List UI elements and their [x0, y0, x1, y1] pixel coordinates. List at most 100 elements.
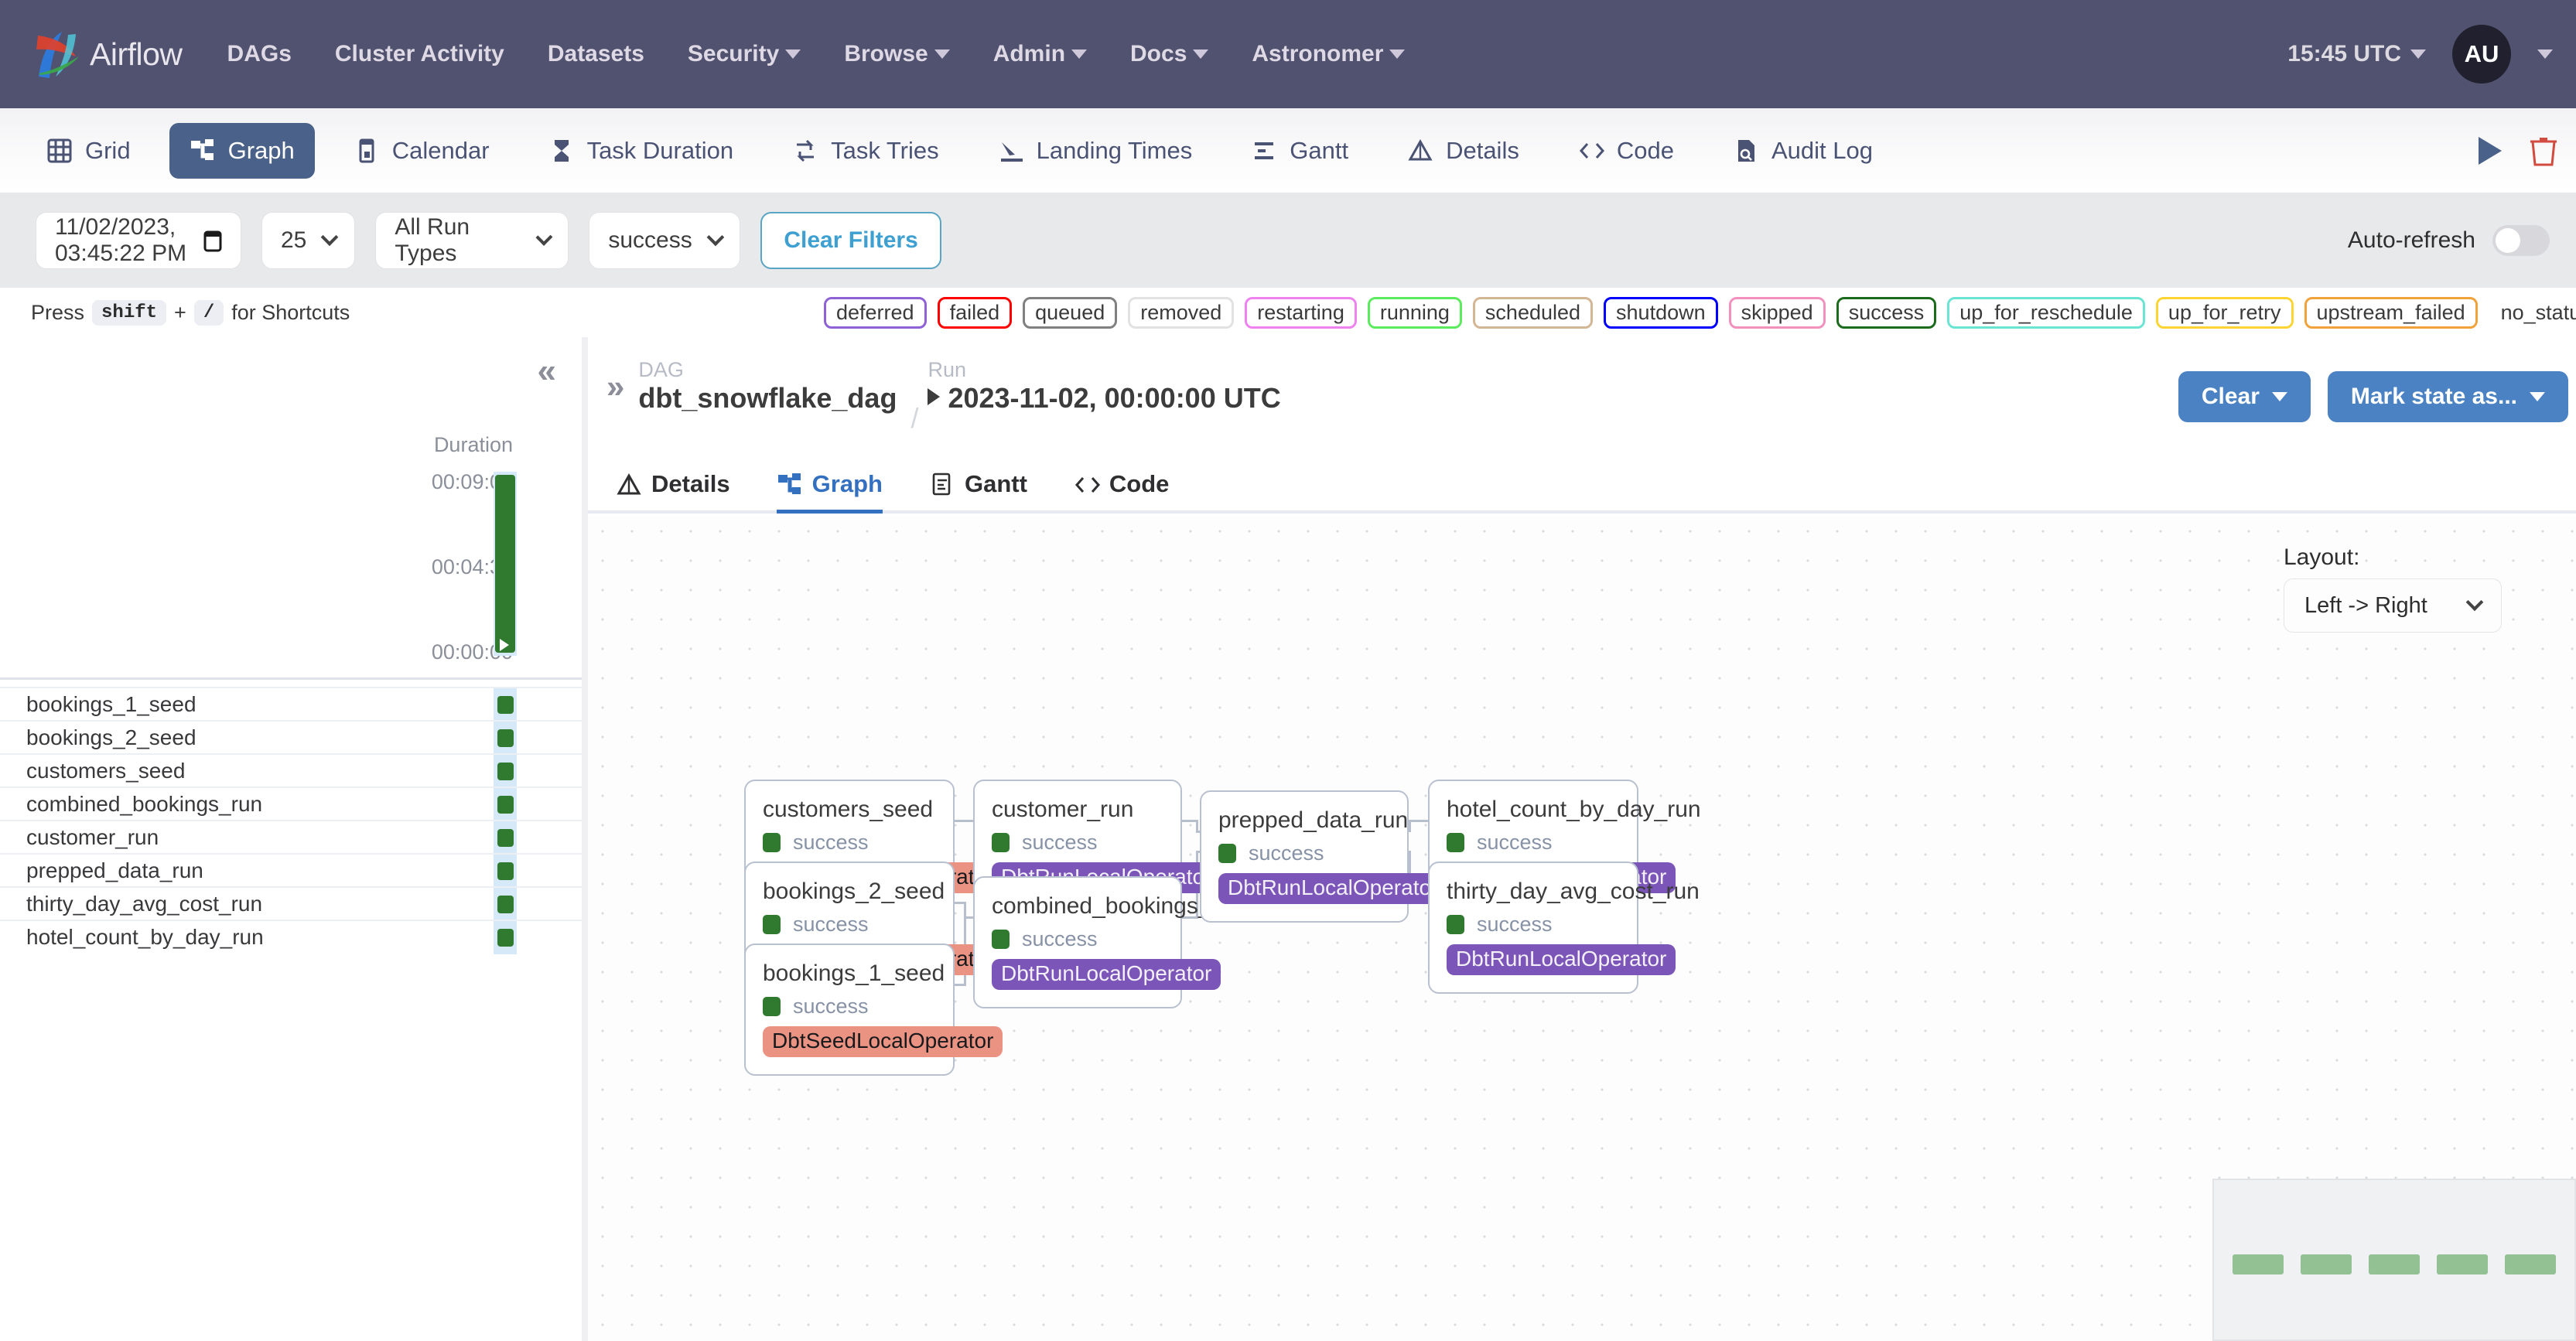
run-state-select[interactable]: success: [589, 212, 741, 269]
chevron-down-icon: [2530, 392, 2545, 401]
nav-link-admin[interactable]: Admin: [992, 41, 1088, 67]
detail-tab-details[interactable]: Details: [616, 470, 730, 510]
nav-link-dags[interactable]: DAGs: [227, 41, 292, 67]
task-state-cell[interactable]: [494, 855, 517, 888]
auto-refresh-toggle[interactable]: [2492, 225, 2550, 256]
legend-badge-up_for_retry[interactable]: up_for_retry: [2155, 296, 2294, 329]
task-state-cell[interactable]: [494, 722, 517, 755]
legend-badge-queued[interactable]: queued: [1023, 296, 1118, 329]
task-row[interactable]: customers_seed: [0, 753, 588, 788]
detail-tab-code[interactable]: Code: [1074, 470, 1169, 510]
view-tab-label: Graph: [227, 136, 295, 164]
view-tab-task-duration[interactable]: Task Duration: [528, 123, 754, 179]
clear-button-label: Clear: [2201, 384, 2260, 409]
view-tab-audit-log[interactable]: Audit Log: [1713, 123, 1893, 179]
calendar-icon[interactable]: [203, 229, 222, 252]
legend-badge-no_status[interactable]: no_status: [2488, 296, 2576, 329]
task-row[interactable]: bookings_2_seed: [0, 720, 588, 755]
nav-link-security[interactable]: Security: [688, 41, 801, 67]
task-row[interactable]: customer_run: [0, 820, 588, 855]
breadcrumb-run[interactable]: Run 2023-11-02, 00:00:00 UTC: [928, 359, 1281, 415]
avatar[interactable]: AU: [2452, 25, 2511, 84]
graph-node-title: thirty_day_avg_cost_run: [1447, 879, 1700, 904]
legend-badge-shutdown[interactable]: shutdown: [1604, 296, 1718, 329]
graph-minimap[interactable]: [2212, 1179, 2576, 1341]
nav-link-browse[interactable]: Browse: [844, 41, 950, 67]
trigger-dag-icon[interactable]: [2479, 137, 2502, 165]
clear-filters-button[interactable]: Clear Filters: [760, 212, 941, 269]
breadcrumb-dag[interactable]: DAG dbt_snowflake_dag: [638, 359, 897, 415]
task-row[interactable]: combined_bookings_run: [0, 787, 588, 821]
legend-badge-success[interactable]: success: [1836, 296, 1937, 329]
clear-button[interactable]: Clear: [2178, 371, 2311, 422]
view-tab-code[interactable]: Code: [1558, 123, 1694, 179]
view-tab-grid[interactable]: Grid: [26, 123, 151, 179]
task-row[interactable]: hotel_count_by_day_run: [0, 920, 588, 954]
legend-badge-restarting[interactable]: restarting: [1245, 296, 1357, 329]
legend-badge-up_for_reschedule[interactable]: up_for_reschedule: [1947, 296, 2145, 329]
view-tab-graph[interactable]: Graph: [169, 122, 315, 179]
task-name: bookings_2_seed: [26, 725, 196, 749]
task-state-cell[interactable]: [494, 888, 517, 921]
legend-badge-running[interactable]: running: [1367, 296, 1462, 329]
task-state-cell[interactable]: [494, 821, 517, 855]
airflow-brand[interactable]: Airflow: [28, 26, 183, 83]
view-tab-label: Task Duration: [586, 136, 734, 164]
expand-panel-icon[interactable]: »: [606, 368, 625, 404]
layout-select[interactable]: Left -> Right: [2284, 578, 2502, 633]
panel-scrollbar[interactable]: [582, 337, 588, 1341]
mark-state-button[interactable]: Mark state as...: [2327, 371, 2568, 422]
collapse-panel-icon[interactable]: «: [537, 352, 556, 390]
chevron-down-icon: [1389, 49, 1406, 59]
detail-tab-graph[interactable]: Graph: [776, 470, 883, 514]
graph-node-operator-badge: DbtRunLocalOperator: [1218, 873, 1448, 904]
view-tab-calendar[interactable]: Calendar: [333, 123, 510, 179]
task-row[interactable]: bookings_1_seed: [0, 687, 588, 722]
graph-canvas[interactable]: Layout: Left -> Right custo: [588, 517, 2576, 1341]
run-date-value: 11/02/2023, 03:45:22 PM: [55, 214, 187, 266]
nav-link-docs[interactable]: Docs: [1130, 41, 1209, 67]
layout-control: Layout: Left -> Right: [2284, 544, 2502, 633]
duration-bar: [495, 475, 515, 653]
task-row[interactable]: thirty_day_avg_cost_run: [0, 886, 588, 921]
legend-badge-removed[interactable]: removed: [1128, 296, 1235, 329]
nav-link-datasets[interactable]: Datasets: [548, 41, 644, 67]
legend-badge-deferred[interactable]: deferred: [824, 296, 927, 329]
task-state-cell[interactable]: [494, 788, 517, 821]
nav-link-astronomer[interactable]: Astronomer: [1252, 41, 1406, 67]
view-tab-task-tries[interactable]: Task Tries: [772, 123, 959, 179]
delete-dag-icon[interactable]: [2530, 135, 2557, 166]
status-square-success: [763, 915, 781, 934]
legend-badge-skipped[interactable]: skipped: [1728, 296, 1826, 329]
task-state-cell[interactable]: [494, 755, 517, 788]
legend-badge-upstream_failed[interactable]: upstream_failed: [2304, 296, 2478, 329]
run-date-input[interactable]: 11/02/2023, 03:45:22 PM: [36, 212, 241, 269]
page-size-select[interactable]: 25: [261, 212, 356, 269]
chevron-down-icon[interactable]: [2537, 49, 2553, 59]
view-tab-details[interactable]: Details: [1387, 123, 1539, 179]
nav-link-cluster-activity[interactable]: Cluster Activity: [335, 41, 504, 67]
breadcrumb-dag-name: dbt_snowflake_dag: [638, 381, 897, 414]
legend-badge-scheduled[interactable]: scheduled: [1472, 296, 1594, 329]
status-square-success: [497, 796, 514, 814]
graph-node-state: success: [763, 831, 938, 855]
minimap-node: [2369, 1254, 2420, 1274]
graph-node-operator-badge: DbtRunLocalOperator: [1447, 944, 1676, 975]
task-state-cell[interactable]: [494, 921, 517, 954]
detail-tab-gantt[interactable]: Gantt: [929, 470, 1027, 510]
timezone-selector[interactable]: 15:45 UTC: [2287, 41, 2426, 67]
view-tab-gantt[interactable]: Gantt: [1231, 123, 1368, 179]
duration-bar-column[interactable]: [494, 472, 517, 656]
run-type-select[interactable]: All Run Types: [375, 212, 569, 269]
legend-badge-failed[interactable]: failed: [937, 296, 1013, 329]
breadcrumb-run-value: 2023-11-02, 00:00:00 UTC: [948, 381, 1281, 414]
task-state-cell[interactable]: [494, 688, 517, 722]
view-tab-label: Landing Times: [1036, 136, 1193, 164]
view-tab-landing-times[interactable]: Landing Times: [978, 123, 1213, 179]
task-row[interactable]: prepped_data_run: [0, 853, 588, 888]
nav-link-label: Admin: [992, 41, 1066, 67]
